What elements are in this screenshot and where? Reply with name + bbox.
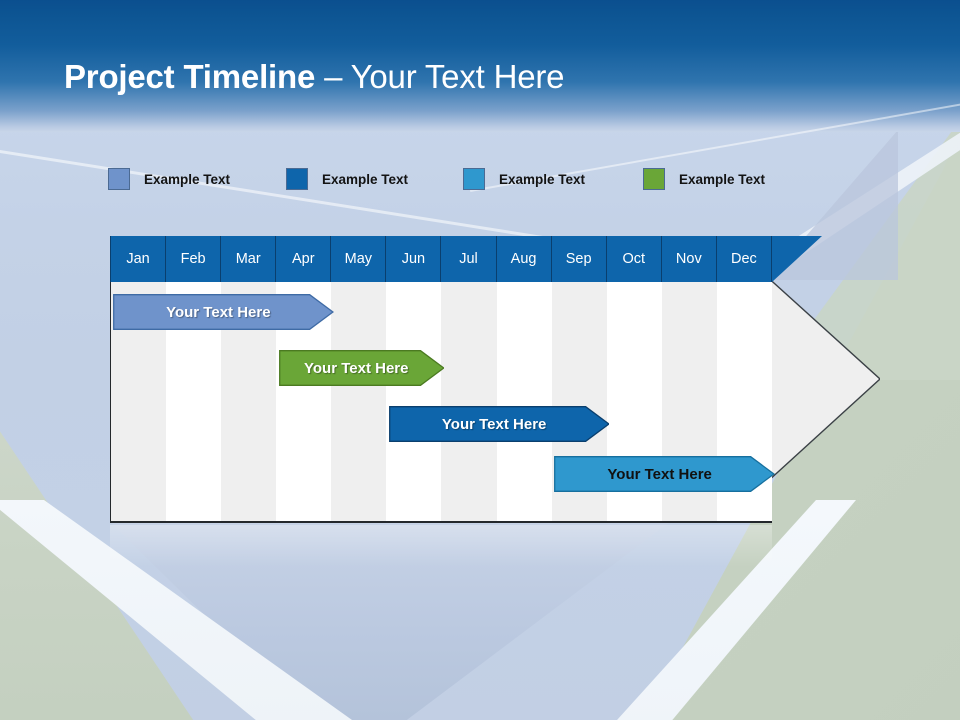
month-header-dec[interactable]: Dec — [716, 236, 772, 282]
month-header-jun[interactable]: Jun — [386, 236, 442, 282]
page-title-light: Your Text Here — [350, 58, 565, 95]
timeline-bar-shape-3 — [388, 406, 610, 442]
timeline-bar-label-1: Your Text Here — [166, 303, 271, 321]
grid-reflection — [110, 525, 772, 567]
background-sky-gradient — [0, 0, 960, 132]
legend-label-3: Example Text — [499, 171, 586, 187]
legend: Example Text Example Text Example Text Exam… — [108, 168, 828, 198]
month-header-nov[interactable]: Nov — [661, 236, 717, 282]
timeline-bar-2[interactable]: Your Text Here — [278, 350, 444, 386]
timeline-bar-label-4: Your Text Here — [607, 465, 712, 483]
month-column-may — [331, 282, 387, 521]
month-column-aug — [496, 282, 552, 521]
legend-swatch-2 — [286, 168, 308, 190]
month-header-jan[interactable]: Jan — [110, 236, 167, 282]
page-title-strong: Project Timeline — [64, 58, 316, 95]
legend-item-4: Example Text — [643, 168, 765, 190]
month-header-feb[interactable]: Feb — [166, 236, 222, 282]
legend-label-2: Example Text — [322, 171, 409, 187]
month-header-apr[interactable]: Apr — [276, 236, 332, 282]
month-column-jun — [386, 282, 442, 521]
timeline-bar-shape-1 — [113, 294, 334, 330]
timeline-bar-4[interactable]: Your Text Here — [554, 456, 775, 492]
timeline-bar-label-2: Your Text Here — [304, 359, 409, 377]
legend-swatch-1 — [108, 168, 130, 190]
month-header-sep[interactable]: Sep — [551, 236, 607, 282]
month-header-mar[interactable]: Mar — [221, 236, 277, 282]
timeline-bar-shape-4 — [554, 456, 775, 492]
timeline-bar-3[interactable]: Your Text Here — [388, 406, 610, 442]
timeline-bar-label-3: Your Text Here — [441, 415, 547, 433]
timeline-bar-1[interactable]: Your Text Here — [113, 294, 334, 330]
timeline-bar-shape-2 — [278, 350, 444, 386]
legend-label-4: Example Text — [679, 171, 766, 187]
legend-item-1: Example Text — [108, 168, 230, 190]
month-column-jul — [441, 282, 497, 521]
month-header-oct[interactable]: Oct — [606, 236, 662, 282]
month-header-aug[interactable]: Aug — [496, 236, 552, 282]
page-title: Project Timeline – Your Text Here — [64, 58, 564, 96]
legend-item-2: Example Text — [286, 168, 408, 190]
month-header-may[interactable]: May — [331, 236, 387, 282]
legend-label-1: Example Text — [144, 171, 231, 187]
month-header-jul[interactable]: Jul — [441, 236, 497, 282]
legend-swatch-4 — [643, 168, 665, 190]
legend-swatch-3 — [463, 168, 485, 190]
page-title-separator: – — [315, 58, 351, 95]
legend-item-3: Example Text — [463, 168, 585, 190]
